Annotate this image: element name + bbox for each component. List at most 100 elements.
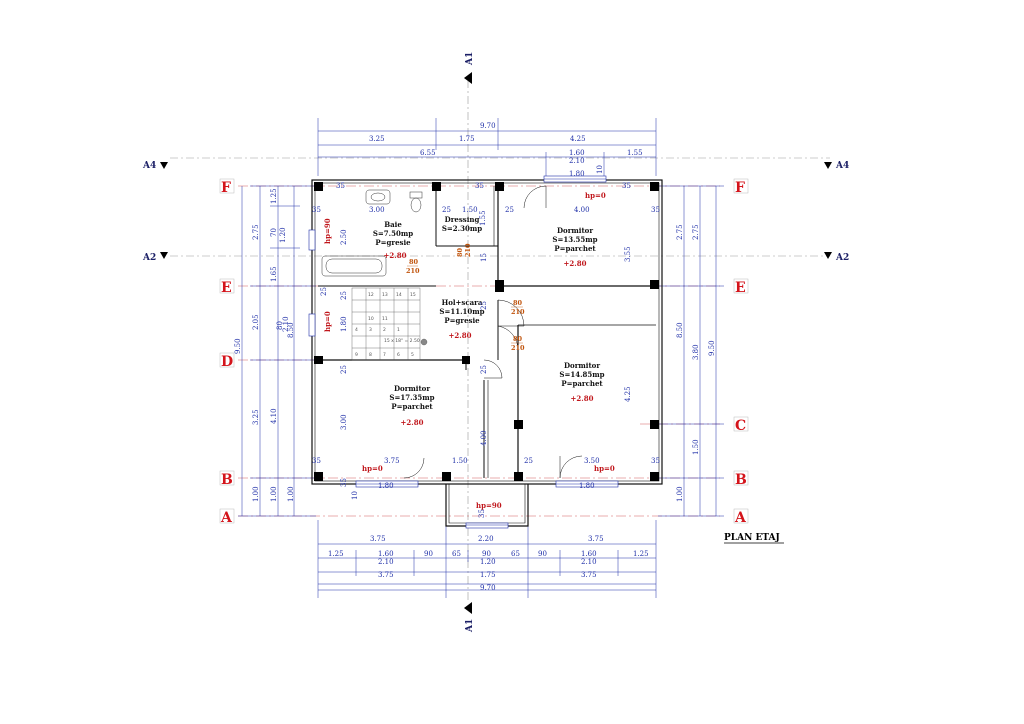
dim-right-850: 8.50: [676, 322, 684, 338]
hp-entry: hp=90: [476, 501, 502, 510]
room-dormitor2-name: Dormitor: [564, 361, 600, 370]
section-markers: A4 A4 A2 A2 A1 A1: [142, 52, 849, 633]
section-a2-right: A2: [835, 253, 849, 263]
dim-top-175: 1.75: [459, 135, 475, 143]
dim-bot-160a: 1.60: [378, 550, 394, 558]
room-dormitor3-area: S=17.35mp: [389, 393, 434, 402]
svg-text:25: 25: [320, 287, 328, 296]
stair-label: 15 x 18" = 2.50: [384, 338, 420, 344]
dim-right-275b: 2.75: [692, 224, 700, 240]
svg-text:3.50: 3.50: [584, 457, 600, 465]
dim-bot-90a: 90: [424, 550, 433, 558]
dim-bot-90b: 90: [482, 550, 491, 558]
hp-top: hp=0: [585, 191, 606, 200]
dim-bot-125b: 1.25: [633, 550, 649, 558]
dim-left-410: 4.10: [270, 408, 278, 424]
svg-text:1.80: 1.80: [569, 170, 585, 178]
stair-step-15: 15: [410, 292, 416, 298]
columns: [314, 182, 659, 481]
stair-step-11: 11: [382, 316, 388, 322]
dim-left-120: 1.20: [279, 227, 287, 243]
stair-step-4: 4: [355, 327, 358, 333]
room-baie-level: +2.80: [384, 251, 407, 260]
door-baie-width: 80: [409, 258, 419, 266]
svg-text:35: 35: [312, 457, 321, 465]
svg-text:25: 25: [340, 291, 348, 300]
dim-left-950: 9.50: [234, 338, 242, 354]
plan-title: PLAN ETAJ: [724, 533, 780, 543]
room-baie-name: Baie: [384, 220, 402, 229]
svg-text:35: 35: [651, 206, 660, 214]
section-lines: [170, 80, 830, 602]
axis-f-left: F: [221, 180, 231, 196]
room-hol-area: S=11.10mp: [439, 307, 484, 316]
door-baie-height: 210: [406, 267, 420, 275]
dim-bot-210b: 2.10: [581, 558, 597, 566]
dim-bot-175: 1.75: [480, 571, 496, 579]
svg-text:1.80: 1.80: [378, 482, 394, 490]
room-hol-name: Hol+scara: [442, 298, 483, 307]
dim-top-total: 9.70: [480, 122, 496, 130]
dim-top-160: 1.60: [569, 149, 585, 157]
svg-text:25: 25: [480, 301, 488, 310]
room-dormitor1-level: +2.80: [564, 259, 587, 268]
svg-text:4.00: 4.00: [480, 430, 488, 446]
room-dormitor3-level: +2.80: [401, 418, 424, 427]
axis-a-right: A: [734, 510, 747, 526]
room-dormitor2-area: S=14.85mp: [559, 370, 604, 379]
stair-step-7: 7: [383, 352, 386, 358]
room-dormitor1-area: S=13.55mp: [552, 235, 597, 244]
room-dressing: Dressing S=2.30mp: [442, 215, 482, 233]
interior-dims: 35 35 35 35 3.00 25 1.50 25 4.00 35 2.50…: [312, 165, 660, 518]
svg-text:35: 35: [340, 478, 348, 487]
room-baie-floor: P=gresie: [375, 238, 411, 247]
svg-text:3.55: 3.55: [624, 246, 632, 262]
door-hol2-height: 210: [511, 344, 525, 352]
stair-step-2: 2: [383, 327, 386, 333]
svg-text:35: 35: [622, 182, 631, 190]
dimensions-bottom: [317, 520, 657, 598]
dim-right-275a: 2.75: [676, 224, 684, 240]
hp-bot2: hp=0: [594, 464, 615, 473]
section-a1-bottom: A1: [465, 619, 475, 633]
door-dressing-width: 80: [456, 247, 464, 257]
section-a1-top: A1: [465, 52, 475, 66]
svg-text:1.80: 1.80: [579, 482, 595, 490]
room-dormitor-ne: Dormitor S=13.55mp P=parchet +2.80: [552, 226, 597, 268]
room-dormitor2-floor: P=parchet: [561, 379, 603, 388]
svg-text:25: 25: [340, 365, 348, 374]
svg-text:35: 35: [475, 182, 484, 190]
axis-c-right: C: [735, 418, 746, 434]
staircase: [351, 287, 428, 361]
axis-a-left: A: [220, 510, 233, 526]
dim-right-100: 1.00: [676, 486, 684, 502]
room-dormitor3-floor: P=parchet: [391, 402, 433, 411]
dim-bot-160b: 1.60: [581, 550, 597, 558]
room-dormitor1-name: Dormitor: [557, 226, 593, 235]
section-a2-left: A2: [142, 253, 156, 263]
dim-top-655: 6.55: [420, 149, 436, 157]
axis-f-right: F: [735, 180, 745, 196]
dim-top-210: 2.10: [569, 157, 585, 165]
svg-text:35: 35: [336, 182, 345, 190]
dimensions-left: [238, 185, 316, 517]
dim-right-150: 1.50: [692, 439, 700, 455]
dim-right-380: 3.80: [692, 344, 700, 360]
dim-left-850: 8.50: [287, 322, 295, 338]
dim-bot-120: 1.20: [480, 558, 496, 566]
dim-bot-65a: 65: [452, 550, 461, 558]
svg-text:3.75: 3.75: [384, 457, 400, 465]
windows: [308, 175, 619, 529]
door-dressing-height: 210: [464, 243, 472, 257]
room-baie: Baie S=7.50mp P=gresie +2.80: [373, 220, 413, 260]
dim-left-70: 70: [270, 228, 278, 237]
stair-step-1: 1: [397, 327, 400, 333]
stair-step-3: 3: [369, 327, 372, 333]
axis-e-left: E: [221, 280, 232, 296]
svg-text:1.50: 1.50: [462, 206, 478, 214]
axis-b-left: B: [221, 472, 233, 488]
svg-text:35: 35: [478, 509, 486, 518]
door-swings: [403, 185, 583, 479]
bathroom-fixtures: [321, 189, 423, 277]
